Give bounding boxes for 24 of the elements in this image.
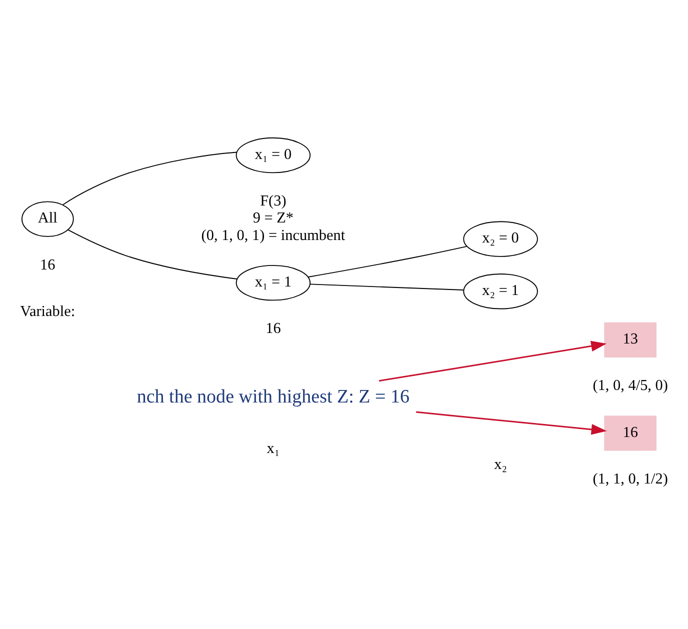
node-label: F(3) [260,192,286,210]
node-label: (1, 0, 4/5, 0) [592,376,668,394]
node-ellipse: x₂ = 1 [463,273,538,309]
node-label: 9 = Z* [252,209,294,226]
node-ellipse: x₁ = 0 [236,136,311,173]
node-label: (0, 1, 0, 1) = incumbent [201,226,346,244]
node-label: 16 [40,256,56,273]
node-box: 16 [604,415,657,450]
connector [68,228,238,279]
label: Variable: [20,302,76,320]
node-ellipse: x₂ = 0 [463,220,538,256]
node-box: 13 [604,322,657,358]
arrow [378,340,607,382]
node-text: nch the node with highest Z: Z = 16 [136,386,410,408]
connector [310,283,464,290]
label: x₁ [266,439,280,456]
label: x₂ [494,456,508,473]
connector [62,151,238,205]
node-ellipse: All [21,200,74,236]
connector [308,245,468,277]
node-label: 16 [266,320,281,337]
arrow [416,410,607,434]
node-ellipse: x₁ = 1 [236,264,311,300]
node-label: (1, 1, 0, 1/2) [592,470,668,487]
